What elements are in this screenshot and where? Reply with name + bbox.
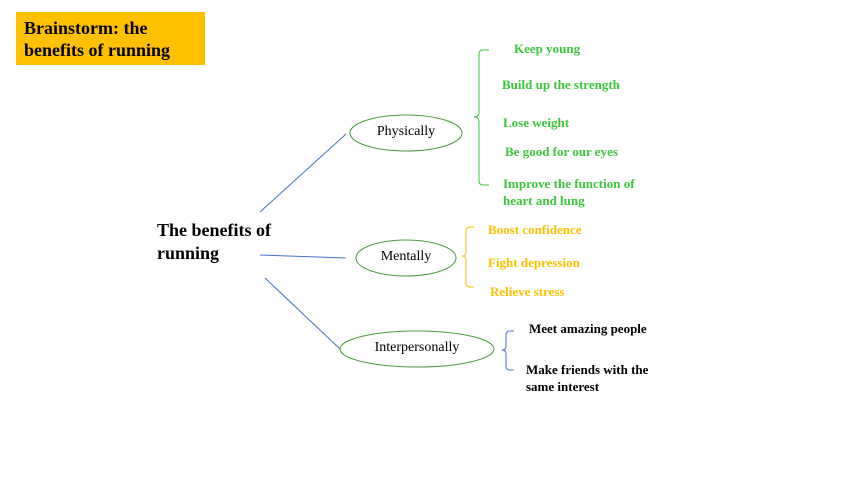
node-physically-outline: [349, 114, 463, 152]
node-interpersonally-outline: [339, 330, 495, 368]
bracket-mentally: [461, 226, 474, 288]
bracket-physically: [473, 49, 489, 186]
center-topic: The benefits of running: [157, 220, 271, 263]
mental-item-depression: Fight depression: [488, 255, 580, 270]
interpersonal-item-make-friends: Make friends with the same interest: [526, 362, 649, 394]
connector-interpersonally: [264, 277, 341, 350]
mental-item-confidence: Boost confidence: [488, 222, 582, 237]
interpersonal-item-meet-people: Meet amazing people: [529, 321, 647, 336]
node-interpersonally-label: Interpersonally: [374, 340, 460, 355]
connector-physically: [259, 133, 347, 213]
physical-item-eyes: Be good for our eyes: [505, 144, 618, 159]
physical-item-keep-young: Keep young: [514, 41, 581, 56]
page-title: Brainstorm: the benefits of running: [16, 12, 205, 65]
physical-item-strength: Build up the strength: [502, 77, 620, 92]
mental-item-stress: Relieve stress: [490, 284, 565, 299]
physical-item-heart-lung: Improve the function of heart and lung: [503, 176, 635, 208]
node-mentally-outline: [355, 239, 457, 277]
physical-item-lose-weight: Lose weight: [503, 115, 570, 130]
connector-mentally: [259, 254, 347, 259]
node-mentally-label: Mentally: [380, 249, 432, 264]
node-physically-label: Physically: [376, 124, 436, 139]
bracket-interpersonally: [501, 330, 514, 371]
